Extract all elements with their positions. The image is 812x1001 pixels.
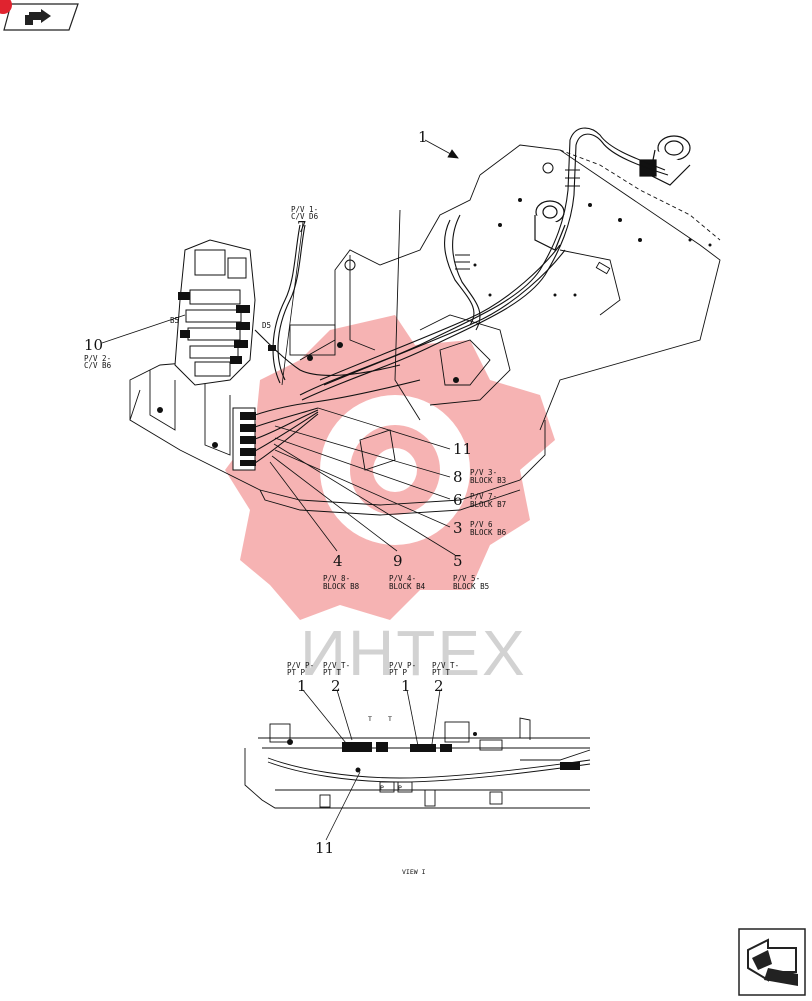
view-i-leaders xyxy=(302,689,441,841)
view-i-callout-1-left: 1 xyxy=(297,677,307,695)
view-i-right-p-a: P/V P- xyxy=(389,661,416,670)
label-pv8-b: BLOCK B8 xyxy=(323,582,360,591)
forward-arrow-icon xyxy=(3,3,79,31)
view-i-port-p2: P xyxy=(398,784,402,792)
view-i-port-t2: T xyxy=(388,715,392,723)
label-pv5-a: P/V 5- xyxy=(453,574,480,583)
label-pv4-a: P/V 4- xyxy=(389,574,416,583)
callout-1: 1 xyxy=(418,128,428,146)
callout-10: 10 xyxy=(84,336,103,354)
label-pv1-a: P/V 1- xyxy=(291,205,318,214)
callout-3: 3 xyxy=(453,519,463,537)
label-pv3-a: P/V 3- xyxy=(470,468,497,477)
watermark-gear-center xyxy=(373,448,417,492)
hose-bundle xyxy=(254,127,669,464)
callout-7: 7 xyxy=(297,218,307,236)
callout-11: 11 xyxy=(453,440,472,458)
label-pv8-a: P/V 8- xyxy=(323,574,350,583)
label-pv4-b: BLOCK B4 xyxy=(389,582,426,591)
callout-4: 4 xyxy=(333,552,343,570)
label-pv1-b: C/V D6 xyxy=(291,212,319,221)
view-i-port-t1: T xyxy=(368,715,372,723)
label-pv6-a: P/V 6 xyxy=(470,520,493,529)
callout-5: 5 xyxy=(453,552,463,570)
view-i-right-p-b: PT P xyxy=(389,668,408,677)
callout-6: 6 xyxy=(453,491,463,509)
view-i-callout-2-right: 2 xyxy=(434,677,444,695)
upper-frame xyxy=(129,144,721,516)
view-i-callout-1-right: 1 xyxy=(401,677,411,695)
manifold-block xyxy=(232,407,256,471)
label-pv7-b: BLOCK B7 xyxy=(470,500,506,509)
label-b5: B5 xyxy=(170,316,179,325)
pilot-valve-right xyxy=(639,135,691,186)
view-i-caption: VIEW I xyxy=(402,868,426,876)
watermark-text: ИНТЕХ xyxy=(300,617,527,689)
label-pv3-b: BLOCK B3 xyxy=(470,476,506,485)
view-i-right-t-b: PT T xyxy=(432,668,451,677)
view-i-frame xyxy=(244,717,591,809)
leader-lines xyxy=(101,139,459,556)
view-i-callout-11: 11 xyxy=(315,839,334,857)
label-pv7-a: P/V 7- xyxy=(470,492,497,501)
back-arrow-icon xyxy=(738,928,806,996)
view-i-left-t-a: P/V T- xyxy=(323,661,350,670)
label-pv2-a: P/V 2- xyxy=(84,354,111,363)
label-pv5-b: BLOCK B5 xyxy=(453,582,489,591)
forward-nav-tab[interactable] xyxy=(3,3,79,31)
view-i-fittings xyxy=(287,732,580,773)
view-i-port-p1: P xyxy=(380,784,384,792)
view-i-callout-2-left: 2 xyxy=(331,677,341,695)
view-i-right-t-a: P/V T- xyxy=(432,661,459,670)
view-i-left-t-b: PT T xyxy=(323,668,342,677)
back-nav-tab[interactable] xyxy=(738,928,806,996)
pilot-valve-left xyxy=(534,200,566,251)
callout-9: 9 xyxy=(393,552,403,570)
label-pv6-b: BLOCK B6 xyxy=(470,528,507,537)
valve-fittings xyxy=(178,292,276,364)
notification-badge xyxy=(0,0,12,14)
label-d5: D5 xyxy=(262,321,271,330)
control-valve-block xyxy=(174,239,256,386)
view-i-left-p-b: PT P xyxy=(287,668,306,677)
label-pv2-b: C/V B6 xyxy=(84,361,112,370)
view-i-left-p-a: P/V P- xyxy=(287,661,314,670)
callout-8: 8 xyxy=(453,468,463,486)
